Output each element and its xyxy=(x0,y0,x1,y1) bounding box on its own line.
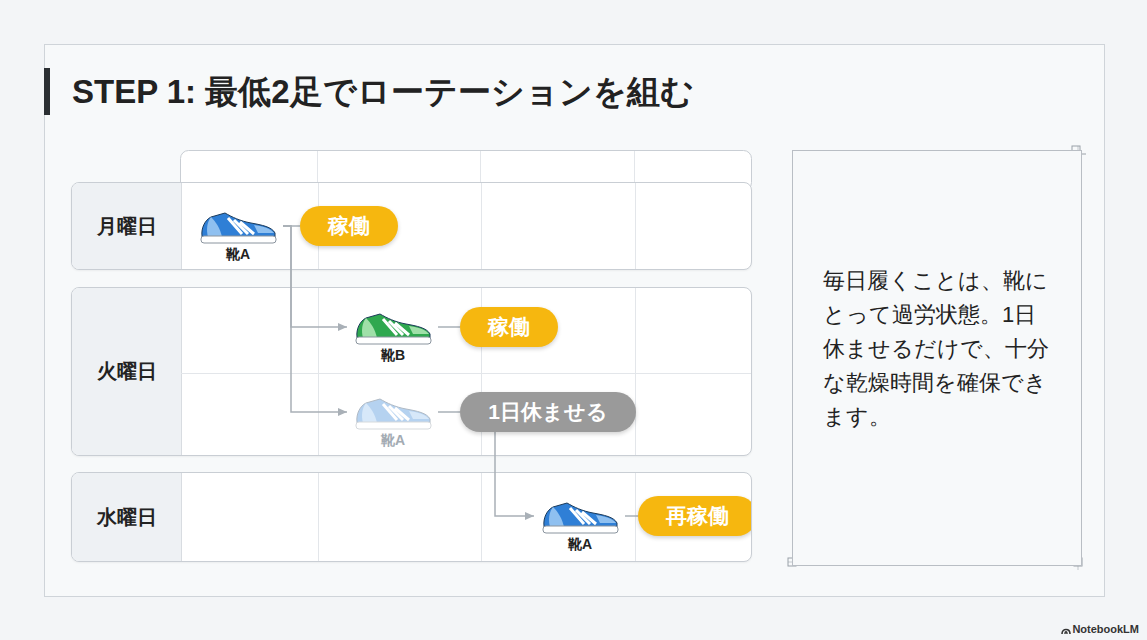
slide-title: STEP 1: 最低2足でローテーションを組む xyxy=(72,68,694,116)
day-label: 水曜日 xyxy=(72,504,181,531)
shoe-icon xyxy=(353,307,433,347)
pill-text: 1日休ませる xyxy=(488,400,608,423)
day-label: 火曜日 xyxy=(72,358,181,385)
grid-line xyxy=(481,473,482,561)
note-text: 毎日履くことは、靴にとって過労状態。1日休ませるだけで、十分な乾燥時間を確保でき… xyxy=(823,264,1055,434)
pill-text: 稼働 xyxy=(328,214,370,237)
grid-line xyxy=(481,183,482,269)
pill-text: 稼働 xyxy=(488,315,530,338)
shoe-icon xyxy=(353,392,433,432)
shoe-label: 靴B xyxy=(348,347,438,363)
shoe-item: 靴A xyxy=(535,496,625,552)
pill-text: 再稼働 xyxy=(666,504,729,527)
grid-line xyxy=(634,151,635,182)
shoe-icon xyxy=(540,496,620,536)
status-pill: 再稼働 xyxy=(638,496,752,536)
grid-line xyxy=(317,151,318,182)
grid-line xyxy=(635,288,636,455)
shoe-icon xyxy=(198,206,278,246)
shoe-item: 靴A xyxy=(193,206,283,262)
grid-line xyxy=(480,151,481,182)
watermark: NotebookLM xyxy=(1072,623,1139,635)
grid-line xyxy=(318,288,319,455)
shoe-label: 靴A xyxy=(348,432,438,448)
rest-pill: 1日休ませる xyxy=(460,392,636,432)
status-pill: 稼働 xyxy=(300,206,398,246)
day-band: 火曜日 靴B 稼働靴A 1日休ませる xyxy=(71,287,752,456)
grid-line xyxy=(635,473,636,561)
day-label: 月曜日 xyxy=(72,213,181,240)
shoe-label: 靴A xyxy=(535,536,625,552)
shoe-item: 靴B xyxy=(348,307,438,363)
shoe-label: 靴A xyxy=(193,246,283,262)
grid-line xyxy=(635,183,636,269)
note-panel: 毎日履くことは、靴にとって過労状態。1日休ませるだけで、十分な乾燥時間を確保でき… xyxy=(792,150,1082,566)
status-pill: 稼働 xyxy=(460,307,558,347)
grid-line xyxy=(181,373,751,374)
shoe-item: 靴A xyxy=(348,392,438,448)
day-band: 水曜日靴A 再稼働 xyxy=(71,472,752,562)
content-frame xyxy=(45,45,1105,597)
grid-line xyxy=(318,473,319,561)
day-band: 月曜日靴A 稼働 xyxy=(71,182,752,270)
title-bar xyxy=(44,68,50,115)
watermark-icon xyxy=(1062,630,1070,635)
